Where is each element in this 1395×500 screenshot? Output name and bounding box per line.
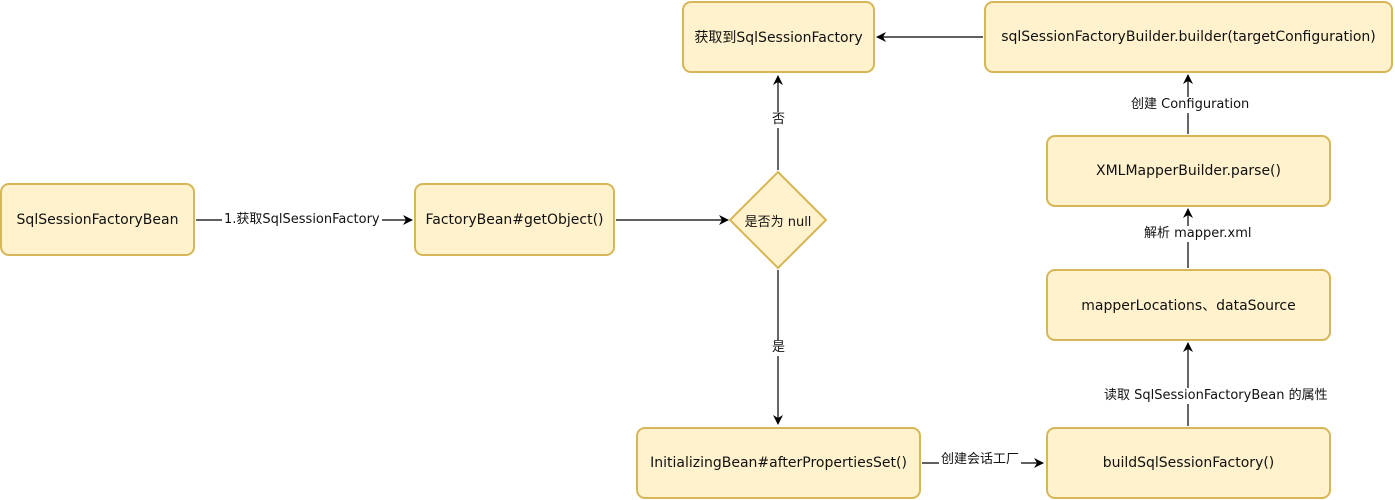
edge-label-create-factory: 创建会话工厂: [939, 452, 1022, 468]
node-build-factory: buildSqlSessionFactory(): [1046, 427, 1331, 499]
edge-label-parse-xml: 解析 mapper.xml: [1142, 226, 1254, 242]
node-xml-parse: XMLMapperBuilder.parse(): [1046, 135, 1331, 207]
node-got-factory: 获取到SqlSessionFactory: [682, 1, 875, 73]
node-label: 获取到SqlSessionFactory: [694, 30, 863, 46]
edge-label-read-attrs: 读取 SqlSessionFactoryBean 的属性: [1102, 388, 1330, 404]
node-mapper-locations: mapperLocations、dataSource: [1046, 269, 1331, 341]
node-get-object: FactoryBean#getObject(): [414, 183, 615, 256]
node-label: FactoryBean#getObject(): [425, 211, 604, 228]
node-label: mapperLocations、dataSource: [1081, 298, 1296, 314]
node-label: sqlSessionFactoryBuilder.builder(targetC…: [1001, 29, 1376, 45]
edge-label-no: 否: [770, 112, 788, 128]
edge-label-yes: 是: [770, 340, 788, 356]
node-builder: sqlSessionFactoryBuilder.builder(targetC…: [984, 1, 1393, 73]
node-label: XMLMapperBuilder.parse(): [1095, 163, 1281, 179]
node-label: buildSqlSessionFactory(): [1102, 455, 1275, 471]
node-label: SqlSessionFactoryBean: [16, 211, 179, 228]
node-sqlsessionfactorybean: SqlSessionFactoryBean: [0, 183, 195, 256]
decision-diamond: [728, 170, 828, 270]
edge-label-get-factory: 1.获取SqlSessionFactory: [222, 212, 382, 228]
node-label: InitializingBean#afterPropertiesSet(): [650, 455, 907, 471]
node-after-properties-set: InitializingBean#afterPropertiesSet(): [636, 427, 921, 499]
edge-label-create-config: 创建 Configuration: [1129, 97, 1252, 113]
decision-label: 是否为 null: [744, 215, 812, 230]
